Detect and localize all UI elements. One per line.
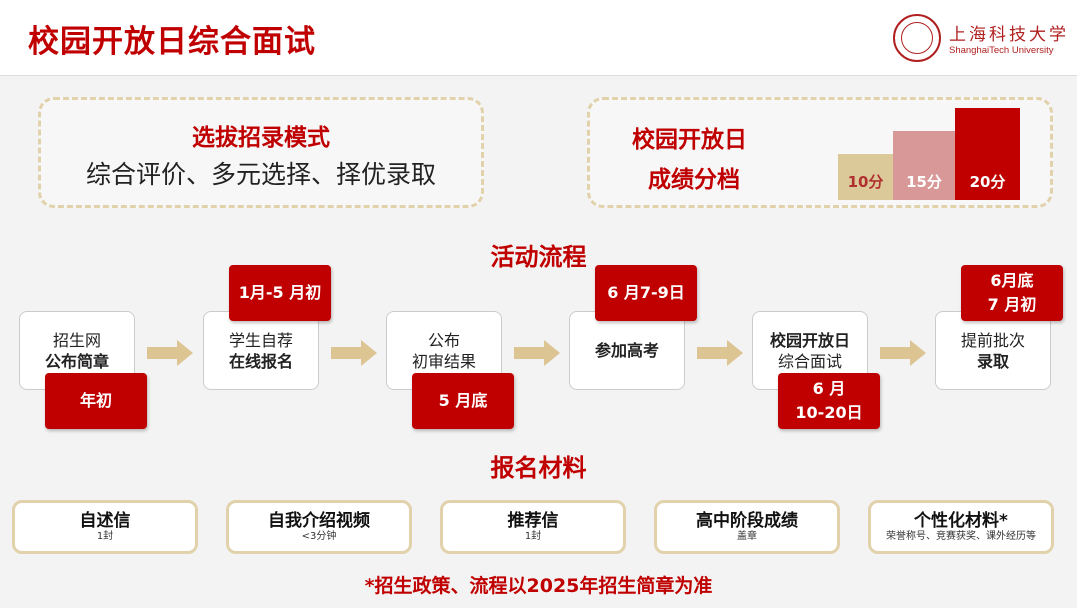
step-line1: 公布 [427, 330, 460, 350]
arrow-right-icon [147, 340, 193, 366]
material-name: 推荐信 [507, 511, 559, 531]
step-line1: 参加高考 [594, 341, 659, 360]
tag-text: 7 月初 [987, 295, 1037, 314]
material-note: 1封 [524, 531, 542, 542]
step-line2: 公布简章 [44, 351, 109, 371]
tag-text: 年初 [79, 391, 112, 410]
arrow-right-icon [697, 340, 743, 366]
material-note: 盖章 [737, 531, 757, 542]
step-date-tag: 5 月底 [412, 373, 514, 429]
score-bars: 10分 15分 20分 [838, 100, 1023, 200]
step-date-tag: 年初 [45, 373, 147, 429]
step-line1: 学生自荐 [228, 330, 293, 350]
page-title: 校园开放日综合面试 [28, 24, 316, 60]
score-bar-3: 20分 [955, 108, 1020, 200]
mode-title: 选拔招录模式 [192, 125, 330, 151]
tag-text: 6 月 [812, 379, 846, 398]
score-bar-label: 10分 [847, 173, 884, 191]
mode-text: 综合评价、多元选择、择优录取 [85, 160, 436, 189]
step-line2: 综合面试 [777, 351, 842, 371]
step-line2: 初审结果 [411, 351, 476, 371]
score-title-2: 成绩分档 [648, 167, 740, 193]
step-line1: 校园开放日 [769, 330, 850, 350]
material-name: 高中阶段成绩 [696, 511, 798, 531]
score-bar-1: 10分 [838, 154, 893, 200]
material-item: 高中阶段成绩盖章 [654, 500, 840, 554]
step-line1: 提前批次 [960, 330, 1025, 350]
step-line1: 招生网 [52, 330, 101, 350]
process-step: 提前批次录取 [935, 311, 1051, 390]
tag-text: 6月底 [990, 271, 1034, 290]
seal-icon [893, 14, 941, 62]
tag-text: 6 月7-9日 [607, 283, 685, 302]
material-name: 自我介绍视频 [268, 511, 370, 531]
material-name: 自述信 [79, 511, 131, 531]
step-date-tag: 6 月7-9日 [595, 265, 697, 321]
materials-title: 报名材料 [490, 454, 587, 482]
arrow-right-icon [514, 340, 560, 366]
step-date-tag: 1月-5 月初 [229, 265, 331, 321]
step-date-tag: 6月底 7 月初 [961, 265, 1063, 321]
material-name: 个性化材料* [914, 511, 1008, 531]
material-note: 荣誉称号、竞赛获奖、课外经历等 [886, 531, 1036, 542]
footnote: *招生政策、流程以2025年招生简章为准 [364, 575, 713, 597]
step-line2: 录取 [976, 351, 1009, 371]
score-bar-2: 15分 [893, 131, 955, 200]
logo-en: ShanghaiTech University [949, 45, 1054, 56]
process-step: 学生自荐在线报名 [203, 311, 319, 390]
score-bar-label: 15分 [906, 173, 942, 191]
process-title: 活动流程 [490, 243, 587, 271]
header: 校园开放日综合面试 上海科技大学 ShanghaiTech University [0, 0, 1077, 76]
arrow-right-icon [880, 340, 926, 366]
logo-cn: 上海科技大学 [949, 25, 1069, 45]
tag-text: 10-20日 [795, 403, 863, 422]
score-title-1: 校园开放日 [632, 127, 747, 153]
step-line2: 在线报名 [228, 351, 293, 371]
material-item: 自我介绍视频<3分钟 [226, 500, 412, 554]
material-note: <3分钟 [301, 531, 337, 542]
material-note: 1封 [96, 531, 114, 542]
university-logo: 上海科技大学 ShanghaiTech University [893, 14, 1069, 62]
step-date-tag: 6 月 10-20日 [778, 373, 880, 429]
tag-text: 1月-5 月初 [238, 283, 322, 302]
process-step: 参加高考 [569, 311, 685, 390]
score-bar-label: 20分 [969, 173, 1006, 191]
tag-text: 5 月底 [438, 391, 488, 410]
material-item: 个性化材料*荣誉称号、竞赛获奖、课外经历等 [868, 500, 1054, 554]
mode-box: 选拔招录模式 综合评价、多元选择、择优录取 [38, 97, 484, 208]
score-box: 校园开放日 成绩分档 10分 15分 20分 [587, 97, 1053, 208]
arrow-right-icon [331, 340, 377, 366]
